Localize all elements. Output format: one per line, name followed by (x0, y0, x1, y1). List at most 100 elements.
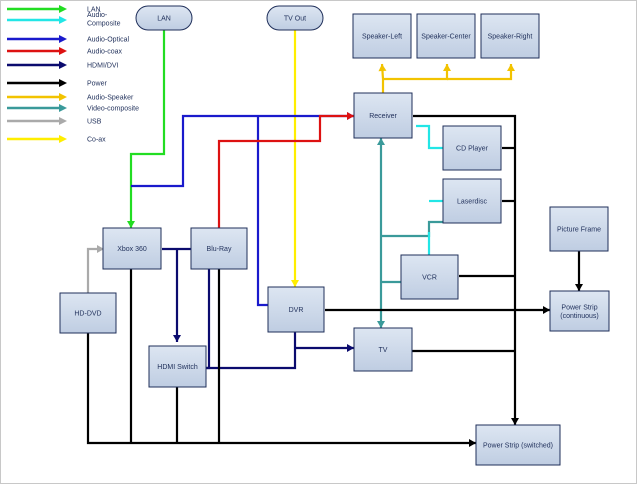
wire-power-trunk (413, 114, 519, 425)
legend-label: Co-ax (87, 137, 106, 144)
wire-arrowhead (543, 306, 550, 314)
node-laserdisc: Laserdisc (442, 178, 502, 224)
node-vcr: VCR (400, 254, 459, 300)
node-label: Blu-Ray (207, 246, 232, 253)
node-power-strip-cont: Power Strip(continuous) (549, 290, 610, 332)
wire-hdmi-xbox-switch (173, 249, 181, 342)
wire-arrowhead (511, 418, 519, 425)
wire-arrowhead (377, 138, 385, 145)
wire-path (86, 333, 476, 445)
wire-coax-tvout-dvr (291, 30, 299, 287)
legend-item-audio_optical: Audio-Optical (7, 35, 129, 44)
wire-power-dvr-cont (325, 306, 550, 314)
wire-arrowhead (173, 335, 181, 342)
node-speaker-center: Speaker-Center (416, 13, 476, 59)
node-box (549, 206, 609, 252)
node-box (442, 125, 502, 171)
legend-label: Audio-Composite (87, 12, 121, 28)
legend-arrowhead (59, 135, 67, 143)
legend-item-audio_coax: Audio-coax (7, 47, 123, 56)
wire-video-composite-laserdisc (381, 220, 443, 238)
node-picture-frame: Picture Frame (549, 206, 609, 252)
node-box (352, 13, 412, 59)
node-box (266, 5, 324, 31)
legend-item-audio_composite: Audio-Composite (7, 12, 121, 28)
node-speaker-left: Speaker-Left (352, 13, 412, 59)
node-dvr: DVR (267, 286, 325, 333)
node-label: Speaker-Right (488, 34, 533, 41)
wire-hdmi-dvr-tv (295, 344, 354, 352)
node-label: CD Player (456, 146, 489, 153)
wire-arrowhead (469, 439, 476, 447)
node-label: TV (379, 347, 388, 354)
wire-path (131, 114, 354, 188)
node-label: Speaker-Center (421, 34, 471, 41)
node-label: HDMI Switch (157, 364, 198, 371)
node-box (59, 292, 117, 334)
wire-path (256, 116, 268, 307)
legend-arrowhead (59, 93, 67, 101)
wire-path (129, 30, 166, 228)
node-box (416, 13, 476, 59)
legend-arrowhead (59, 104, 67, 112)
node-box (353, 327, 413, 372)
node-tv-out: TV Out (266, 5, 324, 31)
wire-lan-xbox (127, 30, 166, 228)
legend-label: Audio-Optical (87, 37, 129, 44)
wire-power-frame-cont (575, 251, 583, 291)
node-bluray: Blu-Ray (190, 227, 248, 270)
node-label: HD-DVD (74, 311, 101, 318)
legend-label: Power (87, 81, 108, 88)
legend-item-video_composite: Video-composite (7, 104, 139, 113)
node-box (102, 227, 162, 270)
wire-power-hddvd (86, 333, 476, 447)
wire-coax-audio-bluray-receiver (217, 112, 354, 228)
legend-label: HDMI/DVI (87, 63, 119, 70)
wire-path (381, 220, 443, 238)
node-label: VCR (422, 275, 437, 282)
legend-arrowhead (59, 5, 67, 13)
node-xbox: Xbox 360 (102, 227, 162, 270)
legend-label: USB (87, 119, 102, 126)
wire-path (383, 64, 449, 81)
node-power-strip-sw: Power Strip (switched) (475, 424, 561, 466)
node-box (400, 254, 459, 300)
node-receiver: Receiver (353, 92, 413, 139)
wire-arrowhead (575, 284, 583, 291)
node-label: LAN (157, 16, 171, 23)
wire-arrowhead (127, 221, 135, 228)
wire-optical-dvr (256, 116, 268, 307)
wire-hdmi-switch-tv (206, 332, 297, 370)
node-lan: LAN (135, 5, 193, 31)
node-label: DVR (289, 307, 304, 314)
wire-audio-composite-cd (416, 124, 443, 150)
legend-item-usb: USB (7, 117, 102, 126)
wire-path (206, 332, 297, 370)
node-box (267, 286, 325, 333)
node-box (549, 290, 610, 332)
legend-arrowhead (59, 35, 67, 43)
wire-usb-hddvd-xbox (86, 245, 104, 293)
node-box (148, 345, 207, 388)
wire-arrowhead (291, 280, 299, 287)
node-label: Receiver (369, 113, 397, 120)
legend-arrowhead (59, 47, 67, 55)
node-box (480, 13, 540, 59)
legend-arrowhead (59, 61, 67, 69)
node-label: Speaker-Left (362, 34, 402, 41)
connections (86, 30, 583, 447)
node-box (442, 178, 502, 224)
legend: LANAudio-CompositeAudio-OpticalAudio-coa… (7, 5, 139, 144)
legend-item-coax: Co-ax (7, 135, 106, 144)
legend-arrowhead (59, 117, 67, 125)
wire-arrowhead (507, 64, 515, 71)
node-hddvd: HD-DVD (59, 292, 117, 334)
legend-item-power: Power (7, 79, 108, 88)
wire-speaker-right (447, 64, 515, 81)
wire-path (217, 114, 354, 228)
legend-item-audio_speaker: Audio-Speaker (7, 93, 134, 102)
node-label: Power Strip (switched) (483, 443, 553, 450)
